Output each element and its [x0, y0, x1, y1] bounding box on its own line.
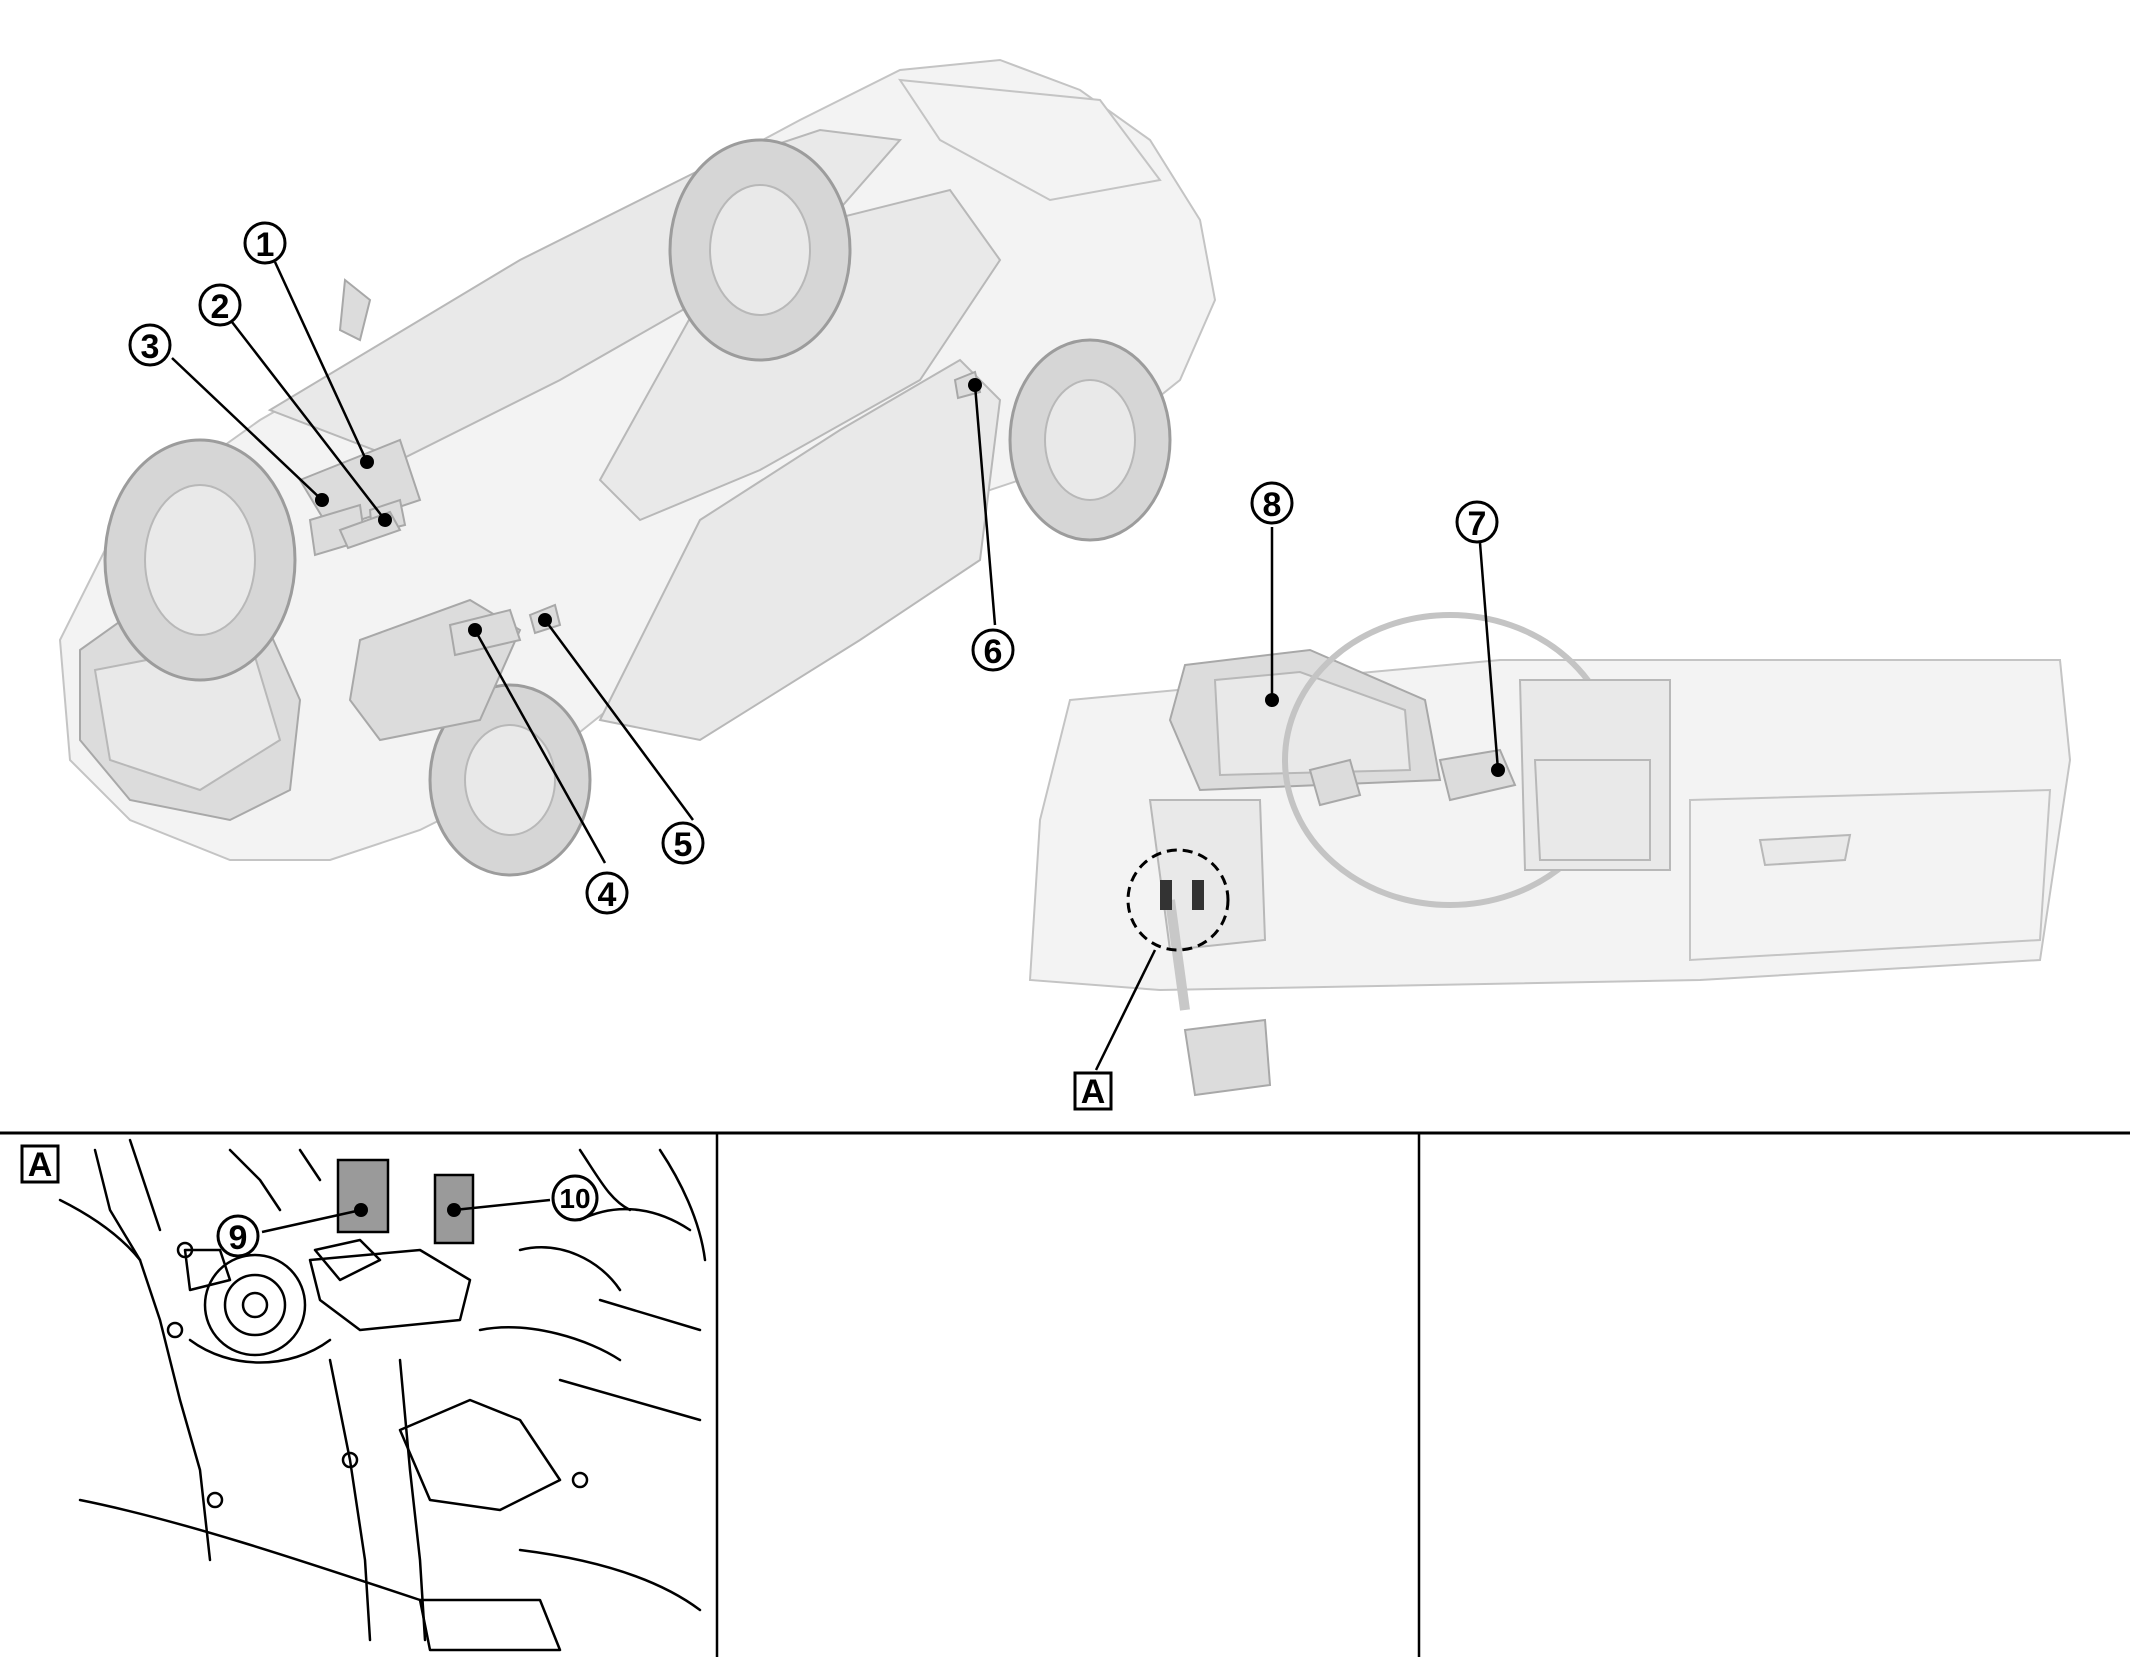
callout-3: 3	[128, 323, 172, 367]
instrument-panel-illustration	[1028, 612, 2072, 1097]
callout-8: 8	[1250, 481, 1294, 525]
detail-a-panel-label: A	[20, 1144, 60, 1184]
svg-text:3: 3	[141, 328, 160, 366]
component-dots	[315, 378, 1505, 1217]
svg-text:1: 1	[256, 226, 275, 264]
svg-text:7: 7	[1468, 505, 1487, 543]
leader-lines	[171, 261, 1500, 1234]
callout-2: 2	[198, 283, 242, 327]
callout-7: 7	[1455, 500, 1499, 544]
svg-text:5: 5	[674, 826, 693, 864]
detail-a-illustration	[58, 1138, 707, 1652]
svg-text:4: 4	[598, 876, 617, 914]
svg-text:9: 9	[229, 1219, 248, 1257]
callout-1: 1	[243, 221, 287, 265]
vehicle-illustration	[58, 58, 1217, 877]
detail-a-callout-box: A	[1073, 1071, 1113, 1111]
callout-9: 9	[216, 1214, 260, 1258]
callout-4: 4	[585, 871, 629, 915]
svg-text:A: A	[1081, 1073, 1106, 1111]
svg-text:A: A	[28, 1146, 53, 1184]
svg-text:10: 10	[559, 1183, 590, 1214]
detail-frame	[0, 1131, 2130, 1657]
callout-6: 6	[971, 628, 1015, 672]
svg-text:6: 6	[984, 633, 1003, 671]
callout-5: 5	[661, 821, 705, 865]
svg-text:2: 2	[211, 288, 230, 326]
callout-10: 10	[551, 1174, 599, 1222]
svg-text:8: 8	[1263, 486, 1282, 524]
